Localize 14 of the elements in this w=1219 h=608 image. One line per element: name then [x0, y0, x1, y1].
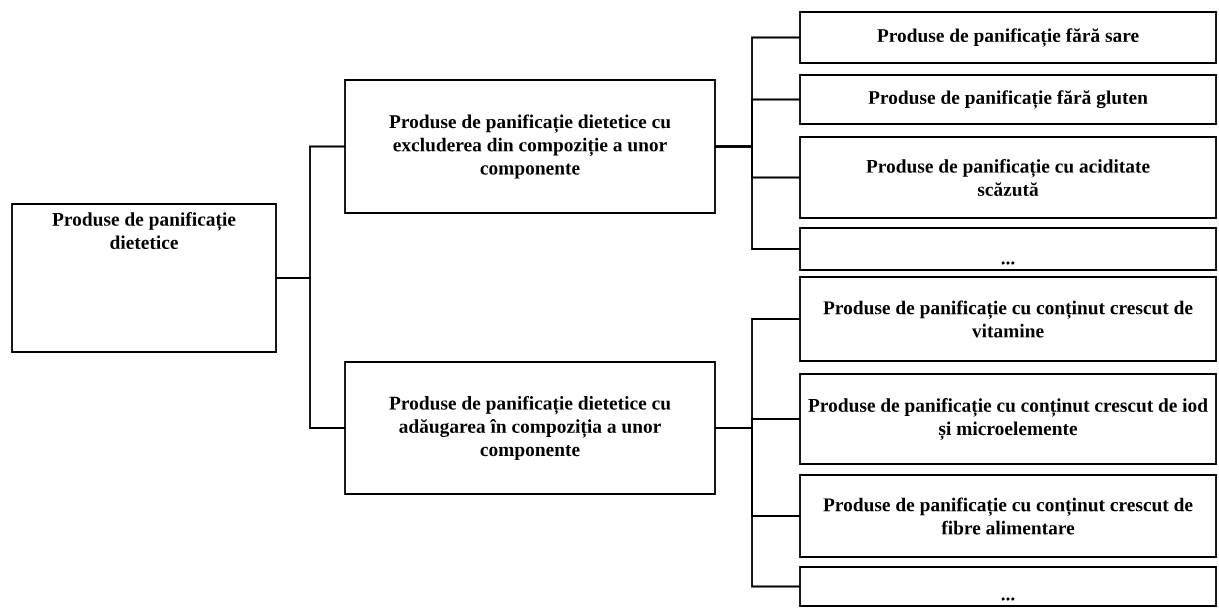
- category-box: Produse de panificație cu conținut crescut de vitamine: [799, 276, 1217, 362]
- category-box: Produse de panificație cu conținut crescut de fibre alimentare: [799, 474, 1217, 558]
- category-box: Produse de panificație fără sare: [799, 11, 1217, 64]
- category-box: Produse de panificație dietetice: [11, 203, 277, 353]
- connector-line: [275, 277, 346, 429]
- category-box: Produse de panificație dietetice cu excluderea din compoziție a unor componente: [344, 79, 716, 214]
- category-box: Produse de panificație cu aciditate scăzută: [799, 136, 1217, 219]
- category-box: Produse de panificație fără gluten: [799, 74, 1217, 125]
- category-box: ...: [799, 227, 1217, 271]
- connector-line: [714, 145, 801, 250]
- category-box: Produse de panificație cu conținut crescut de iod și microelemente: [799, 373, 1217, 465]
- category-box: ...: [799, 566, 1217, 607]
- category-box: Produse de panificație dietetice cu adăugarea în compoziția a unor componente: [344, 361, 716, 495]
- connector-line: [714, 427, 801, 588]
